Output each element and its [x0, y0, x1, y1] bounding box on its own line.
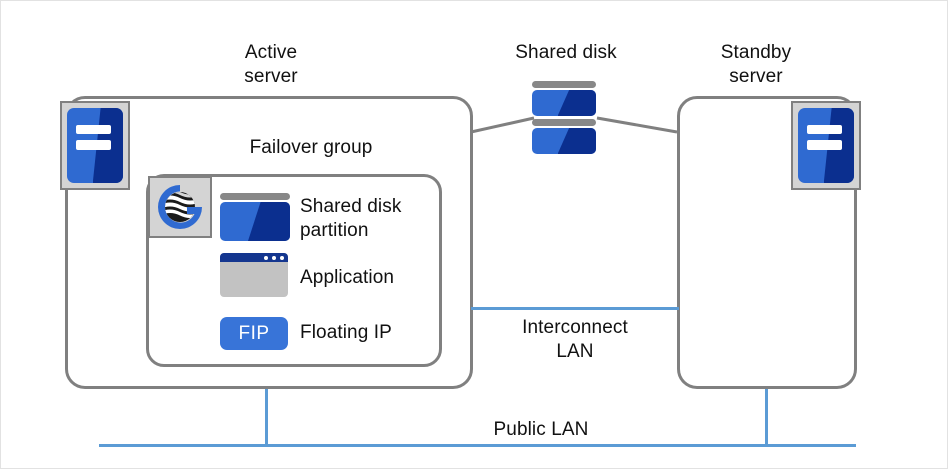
- public-lan-drop-standby: [765, 389, 768, 446]
- application-window-titlebar: [220, 253, 288, 262]
- link-active-to-shared-disk: [470, 116, 535, 134]
- disk-icon-cap: [220, 193, 290, 200]
- server-icon-standby-bar-top: [806, 124, 842, 135]
- server-icon-standby: [791, 101, 861, 190]
- resource-label-shared-disk-partition: Shared disk partition: [300, 196, 402, 241]
- cluster-logo-glyph: [158, 185, 202, 229]
- server-icon-standby-bar-bottom: [806, 140, 842, 150]
- server-icon-standby-body: [798, 108, 854, 183]
- disk-icon-shared-partition: [220, 193, 290, 241]
- disk-icon-platter: [220, 202, 290, 241]
- resource-label-application: Application: [300, 267, 395, 288]
- server-icon-active: [60, 101, 130, 190]
- shared-disk-unit-1: [532, 81, 596, 116]
- label-standby-server: Standby server: [720, 42, 792, 87]
- public-lan-drop-active: [265, 389, 268, 446]
- server-icon-body: [67, 108, 123, 183]
- shared-disk-unit-1-cap: [532, 81, 596, 88]
- shared-disk-unit-2-cap: [532, 119, 596, 126]
- server-icon-bar-top: [75, 124, 111, 135]
- public-lan-line: [99, 444, 856, 447]
- link-shared-disk-to-standby: [596, 116, 678, 134]
- application-window-icon: [220, 253, 288, 297]
- shared-disk-unit-2-platter: [532, 128, 596, 154]
- window-dot-3: [280, 255, 284, 260]
- server-icon-bar-bottom: [75, 140, 111, 150]
- window-dot-1: [264, 255, 268, 260]
- cluster-logo-icon: [148, 176, 212, 238]
- label-interconnect-lan: Interconnect LAN: [522, 317, 628, 362]
- label-active-server: Active server: [244, 42, 298, 87]
- shared-disk-stack-icon: [532, 81, 596, 154]
- interconnect-lan-line: [471, 307, 679, 310]
- shared-disk-unit-1-platter: [532, 90, 596, 116]
- resource-label-floating-ip: Floating IP: [300, 322, 392, 343]
- shared-disk-unit-2: [532, 119, 596, 154]
- label-failover-group: Failover group: [249, 137, 373, 158]
- label-shared-disk: Shared disk: [515, 42, 617, 63]
- label-public-lan: Public LAN: [493, 419, 589, 440]
- fip-badge: FIP: [220, 317, 288, 350]
- window-dot-2: [272, 255, 276, 260]
